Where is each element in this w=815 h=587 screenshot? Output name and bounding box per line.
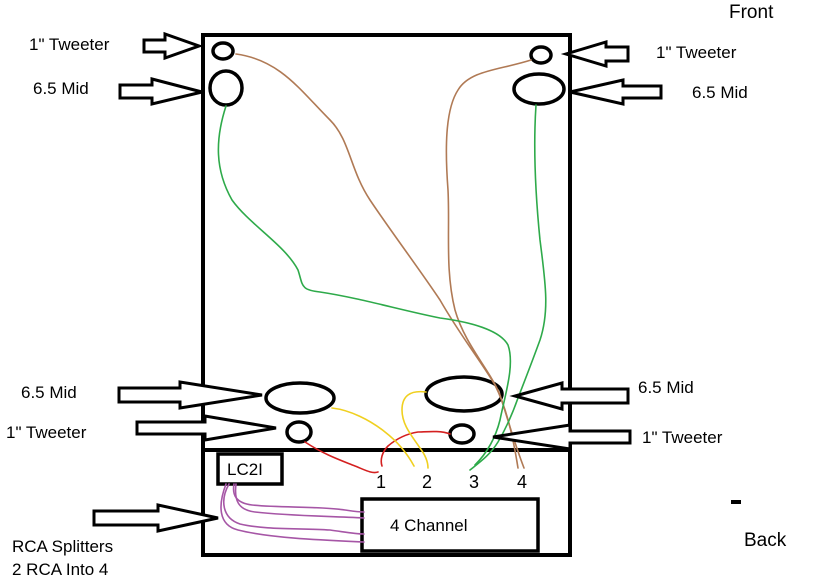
rca-wire-1 [232, 483, 365, 513]
amplifier-box [360, 497, 540, 553]
wire-brown-front-left [235, 53, 519, 469]
rca-label-line1: RCA Splitters [12, 537, 113, 556]
channel-3-label: 3 [469, 472, 479, 492]
rca-wire-2 [234, 483, 365, 519]
label-rear-left-tweeter: 1" Tweeter [6, 423, 87, 442]
vehicle-outline [201, 33, 572, 557]
label-rear-right-mid: 6.5 Mid [638, 378, 694, 397]
arrow-rear-left-tweeter [135, 414, 277, 442]
arrow-rear-right-tweeter [492, 423, 632, 451]
arrow-rear-right-mid [509, 381, 630, 411]
arrow-front-left-tweeter [142, 31, 204, 61]
wire-green-front-left-mid [217, 105, 512, 466]
arrow-rear-left-mid [117, 380, 263, 410]
wire-green-front-right-mid [469, 104, 547, 471]
wire-yellow-rear-left-mid [331, 407, 415, 467]
label-front-right-mid: 6.5 Mid [692, 83, 748, 102]
back-label: Back [744, 530, 787, 551]
lc2i-box [216, 452, 284, 486]
rear-right-mid [424, 375, 504, 413]
wire-red-rear-right-tweeter [380, 430, 451, 467]
front-right-mid [512, 72, 566, 106]
rear-left-mid [264, 381, 336, 415]
back-marker [731, 500, 741, 504]
channel-2-label: 2 [422, 472, 432, 492]
rca-label-line2: 2 RCA Into 4 [12, 560, 108, 579]
wire-brown-front-right [445, 59, 532, 469]
label-rear-right-tweeter: 1" Tweeter [642, 428, 723, 447]
front-label: Front [729, 2, 774, 23]
rear-right-tweeter [448, 423, 476, 445]
label-front-right-tweeter: 1" Tweeter [656, 43, 737, 62]
lc2i-label: LC2I [227, 460, 263, 479]
wire-red-rear-left-tweeter [304, 441, 379, 474]
label-rear-left-mid: 6.5 Mid [21, 383, 77, 402]
label-front-left-tweeter: 1" Tweeter [29, 35, 110, 54]
channel-1-label: 1 [376, 472, 386, 492]
front-left-mid [208, 69, 244, 107]
rca-wire-4 [220, 483, 365, 543]
front-left-tweeter [211, 41, 235, 61]
channel-4-label: 4 [517, 472, 527, 492]
label-front-left-mid: 6.5 Mid [33, 79, 89, 98]
arrow-front-right-tweeter [560, 39, 630, 69]
arrow-front-left-mid [118, 77, 203, 106]
arrow-front-right-mid [569, 78, 663, 106]
wire-yellow-rear-right-mid [401, 390, 429, 469]
amplifier-label: 4 Channel [390, 516, 468, 535]
rear-left-tweeter [285, 420, 313, 444]
front-right-tweeter [529, 45, 553, 65]
rca-wire-3 [222, 483, 365, 535]
arrow-rca-splitters [92, 503, 219, 533]
